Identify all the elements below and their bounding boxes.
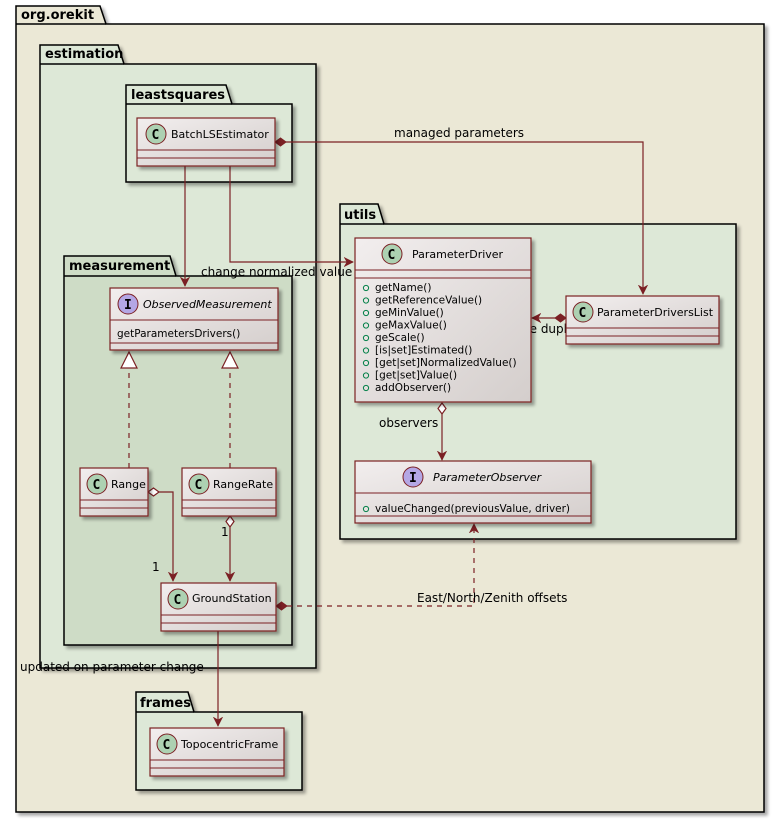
relations	[120, 137, 643, 726]
class-stereotype-icon	[156, 733, 178, 755]
stereotype-letter: C	[579, 306, 587, 321]
public-method-icon	[362, 384, 370, 392]
interface-stereotype-icon	[402, 466, 424, 488]
relation-batch-to-driverslist	[286, 141, 643, 294]
relation-labels: managed parameters change normalized val…	[20, 126, 603, 674]
public-method-icon	[362, 505, 370, 513]
class-batchlsestimator[interactable]: C BatchLSEstimator	[136, 117, 276, 167]
method-item: [get|set]NormalizedValue()	[362, 357, 517, 369]
method-item: getName()	[362, 282, 431, 294]
label-managed-parameters: managed parameters	[394, 126, 524, 140]
class-name-rangerate: RangeRate	[213, 478, 273, 491]
public-method-icon	[362, 309, 370, 317]
svg-text:geMaxValue(): geMaxValue()	[375, 320, 447, 332]
method-item: geMinValue()	[362, 307, 444, 319]
label-updated-on-parameter-change: updated on parameter change	[20, 660, 204, 674]
svg-text:getName(): getName()	[375, 282, 431, 294]
method-list: getName() getReferenceValue() geMinValue…	[362, 282, 517, 394]
public-method-icon	[362, 297, 370, 304]
package-title-measurement: measurement	[69, 259, 170, 274]
class-stereotype-icon	[381, 243, 403, 265]
svg-text:[get|set]NormalizedValue(): [get|set]NormalizedValue()	[375, 357, 517, 369]
public-method-icon	[362, 322, 370, 329]
svg-text:addObserver(): addObserver()	[375, 382, 451, 394]
stereotype-letter: I	[409, 471, 417, 486]
public-method-icon	[362, 372, 370, 379]
method-item: [get|set]Value()	[362, 370, 457, 382]
package-title-org-orekit: org.orekit	[21, 8, 94, 23]
class-name-groundstation: GroundStation	[192, 592, 272, 605]
method-item: geMaxValue()	[362, 320, 447, 332]
class-rangerate[interactable]: C RangeRate	[181, 467, 277, 517]
relation-batch-to-driver	[229, 166, 353, 262]
class-name-parameterdriver: ParameterDriver	[412, 248, 504, 261]
public-method-icon	[362, 334, 370, 342]
stereotype-letter: C	[163, 738, 171, 753]
class-stereotype-icon	[86, 473, 108, 495]
stereotype-letter: C	[152, 128, 160, 143]
svg-text:[get|set]Value(): [get|set]Value()	[375, 370, 457, 382]
label-change-normalized-value: change normalized value	[201, 265, 352, 279]
class-parameterdriverslist[interactable]: C ParameterDriversList	[565, 295, 720, 345]
method-valuechanged: valueChanged(previousValue, driver)	[375, 503, 570, 515]
public-method-icon	[362, 359, 370, 367]
realization-triangle-range	[120, 350, 138, 369]
realization-triangle-rangerate	[221, 350, 239, 369]
package-title-estimation: estimation	[45, 47, 123, 62]
package-title-leastsquares: leastsquares	[131, 88, 225, 103]
package-title-utils: utils	[344, 208, 376, 223]
interface-parameterobserver[interactable]: I ParameterObserver valueChanged(previou…	[354, 460, 592, 524]
class-groundstation[interactable]: C GroundStation	[160, 582, 277, 632]
method-item: [is|set]Estimated()	[362, 345, 472, 357]
public-method-icon	[362, 284, 370, 292]
public-method-icon	[362, 347, 370, 354]
class-topocentricframe[interactable]: C TopocentricFrame	[149, 727, 285, 777]
svg-text:[is|set]Estimated(): [is|set]Estimated()	[375, 345, 472, 357]
relation-range-to-ground	[159, 491, 173, 581]
class-name-topocentricframe: TopocentricFrame	[180, 738, 279, 751]
composition-diamond-driverslist	[554, 313, 567, 323]
svg-text:geMinValue(): geMinValue()	[375, 307, 444, 319]
interface-stereotype-icon	[117, 293, 139, 315]
label-east-north-zenith-offsets: East/North/Zenith offsets	[417, 591, 567, 605]
aggregation-diamond-range	[146, 487, 161, 497]
method-getparametersdrivers: getParametersDrivers()	[117, 328, 240, 340]
multiplicity-range: 1	[152, 560, 160, 574]
class-stereotype-icon	[145, 123, 167, 145]
class-stereotype-icon	[572, 301, 594, 323]
method-item: addObserver()	[362, 382, 451, 394]
stereotype-letter: C	[195, 478, 203, 493]
stereotype-letter: C	[174, 593, 182, 608]
class-range[interactable]: C Range	[79, 467, 149, 517]
composition-diamond-batch	[274, 137, 287, 147]
svg-text:getReferenceValue(): getReferenceValue()	[375, 295, 482, 307]
aggregation-diamond-rangerate	[225, 514, 235, 529]
package-title-frames: frames	[140, 696, 191, 711]
label-observers: observers	[379, 416, 438, 430]
stereotype-letter: C	[93, 478, 101, 493]
class-name-parameterdriverslist: ParameterDriversList	[597, 306, 714, 319]
interface-observedmeasurement[interactable]: I ObservedMeasurement getParametersDrive…	[109, 287, 279, 351]
class-stereotype-icon	[167, 588, 189, 610]
aggregation-diamond-driver	[437, 401, 447, 416]
method-item: geScale()	[362, 332, 425, 344]
class-parameterdriver[interactable]: C ParameterDriver getName() getReference…	[354, 237, 532, 403]
class-stereotype-icon	[188, 473, 210, 495]
composition-diamond-ground	[275, 601, 288, 611]
interface-name-parameterobserver: ParameterObserver	[433, 471, 543, 484]
relation-ground-to-observer	[287, 524, 474, 607]
class-name-batchlsestimator: BatchLSEstimator	[171, 128, 269, 141]
multiplicity-rangerate: 1	[221, 525, 229, 539]
method-item: getReferenceValue()	[362, 295, 482, 307]
svg-text:geScale(): geScale()	[375, 332, 425, 344]
stereotype-letter: C	[388, 248, 396, 263]
interface-name-observedmeasurement: ObservedMeasurement	[143, 298, 272, 311]
class-name-range: Range	[111, 478, 146, 491]
stereotype-letter: I	[124, 298, 132, 313]
package-measurement: measurement	[63, 255, 293, 646]
